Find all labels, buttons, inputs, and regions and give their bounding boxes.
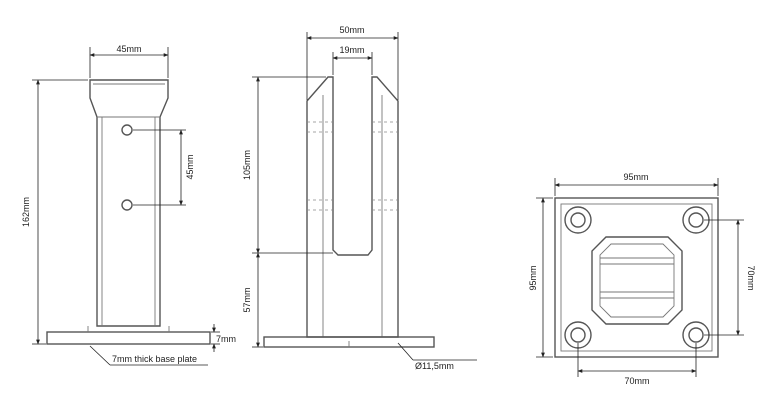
front-hole-spacing-dimension: 45mm — [133, 129, 195, 206]
front-base-thickness-label: 7mm — [216, 334, 236, 344]
front-view: 45mm 162mm 45mm 7mm 7mm thic — [21, 44, 236, 366]
plan-mounting-hole-top-left — [564, 206, 592, 234]
front-hole-spacing-label: 45mm — [185, 154, 195, 179]
front-width-dimension: 45mm — [89, 44, 169, 78]
plan-height-dimension: 95mm — [528, 197, 553, 358]
plan-hole-spacing-horizontal-label: 70mm — [624, 376, 649, 386]
side-upper-height-label: 105mm — [242, 150, 252, 180]
front-upper-hole — [121, 124, 133, 136]
side-outer-width-label: 50mm — [339, 25, 364, 35]
front-height-label: 162mm — [21, 197, 31, 227]
plan-width-label: 95mm — [623, 172, 648, 182]
side-lower-height-label: 57mm — [242, 287, 252, 312]
front-lower-hole — [121, 199, 133, 211]
plan-hole-spacing-horizontal-dimension: 70mm — [577, 343, 697, 386]
plan-hole-spacing-vertical-dimension: 70mm — [704, 219, 756, 336]
plan-view: 95mm 95mm 70mm 70mm — [528, 172, 756, 386]
plan-post-outline — [591, 236, 683, 325]
front-height-dimension: 162mm — [21, 79, 88, 345]
base-plate-leader: 7mm thick base plate — [89, 345, 208, 366]
front-post-body — [89, 79, 169, 327]
side-height-dimensions: 105mm 57mm — [242, 76, 333, 348]
side-post-body — [306, 76, 399, 338]
plan-height-label: 95mm — [528, 265, 538, 290]
plan-hole-spacing-vertical-label: 70mm — [746, 265, 756, 290]
front-base-thickness-dimension: 7mm — [211, 324, 236, 352]
base-plate-note: 7mm thick base plate — [112, 354, 197, 364]
side-hole-diameter-label: Ø11,5mm — [415, 361, 454, 371]
side-view: 50mm 19mm 105mm 57mm Ø11,5mm — [242, 25, 477, 371]
plan-width-dimension: 95mm — [554, 172, 719, 196]
side-hole-diameter-leader: Ø11,5mm — [397, 342, 477, 371]
front-width-label: 45mm — [116, 44, 141, 54]
plan-base-plate — [554, 197, 719, 358]
front-base-plate — [46, 331, 211, 345]
side-outer-width-dimension: 50mm — [306, 25, 399, 100]
side-slot-width-dimension: 19mm — [332, 45, 373, 75]
side-slot-width-label: 19mm — [339, 45, 364, 55]
